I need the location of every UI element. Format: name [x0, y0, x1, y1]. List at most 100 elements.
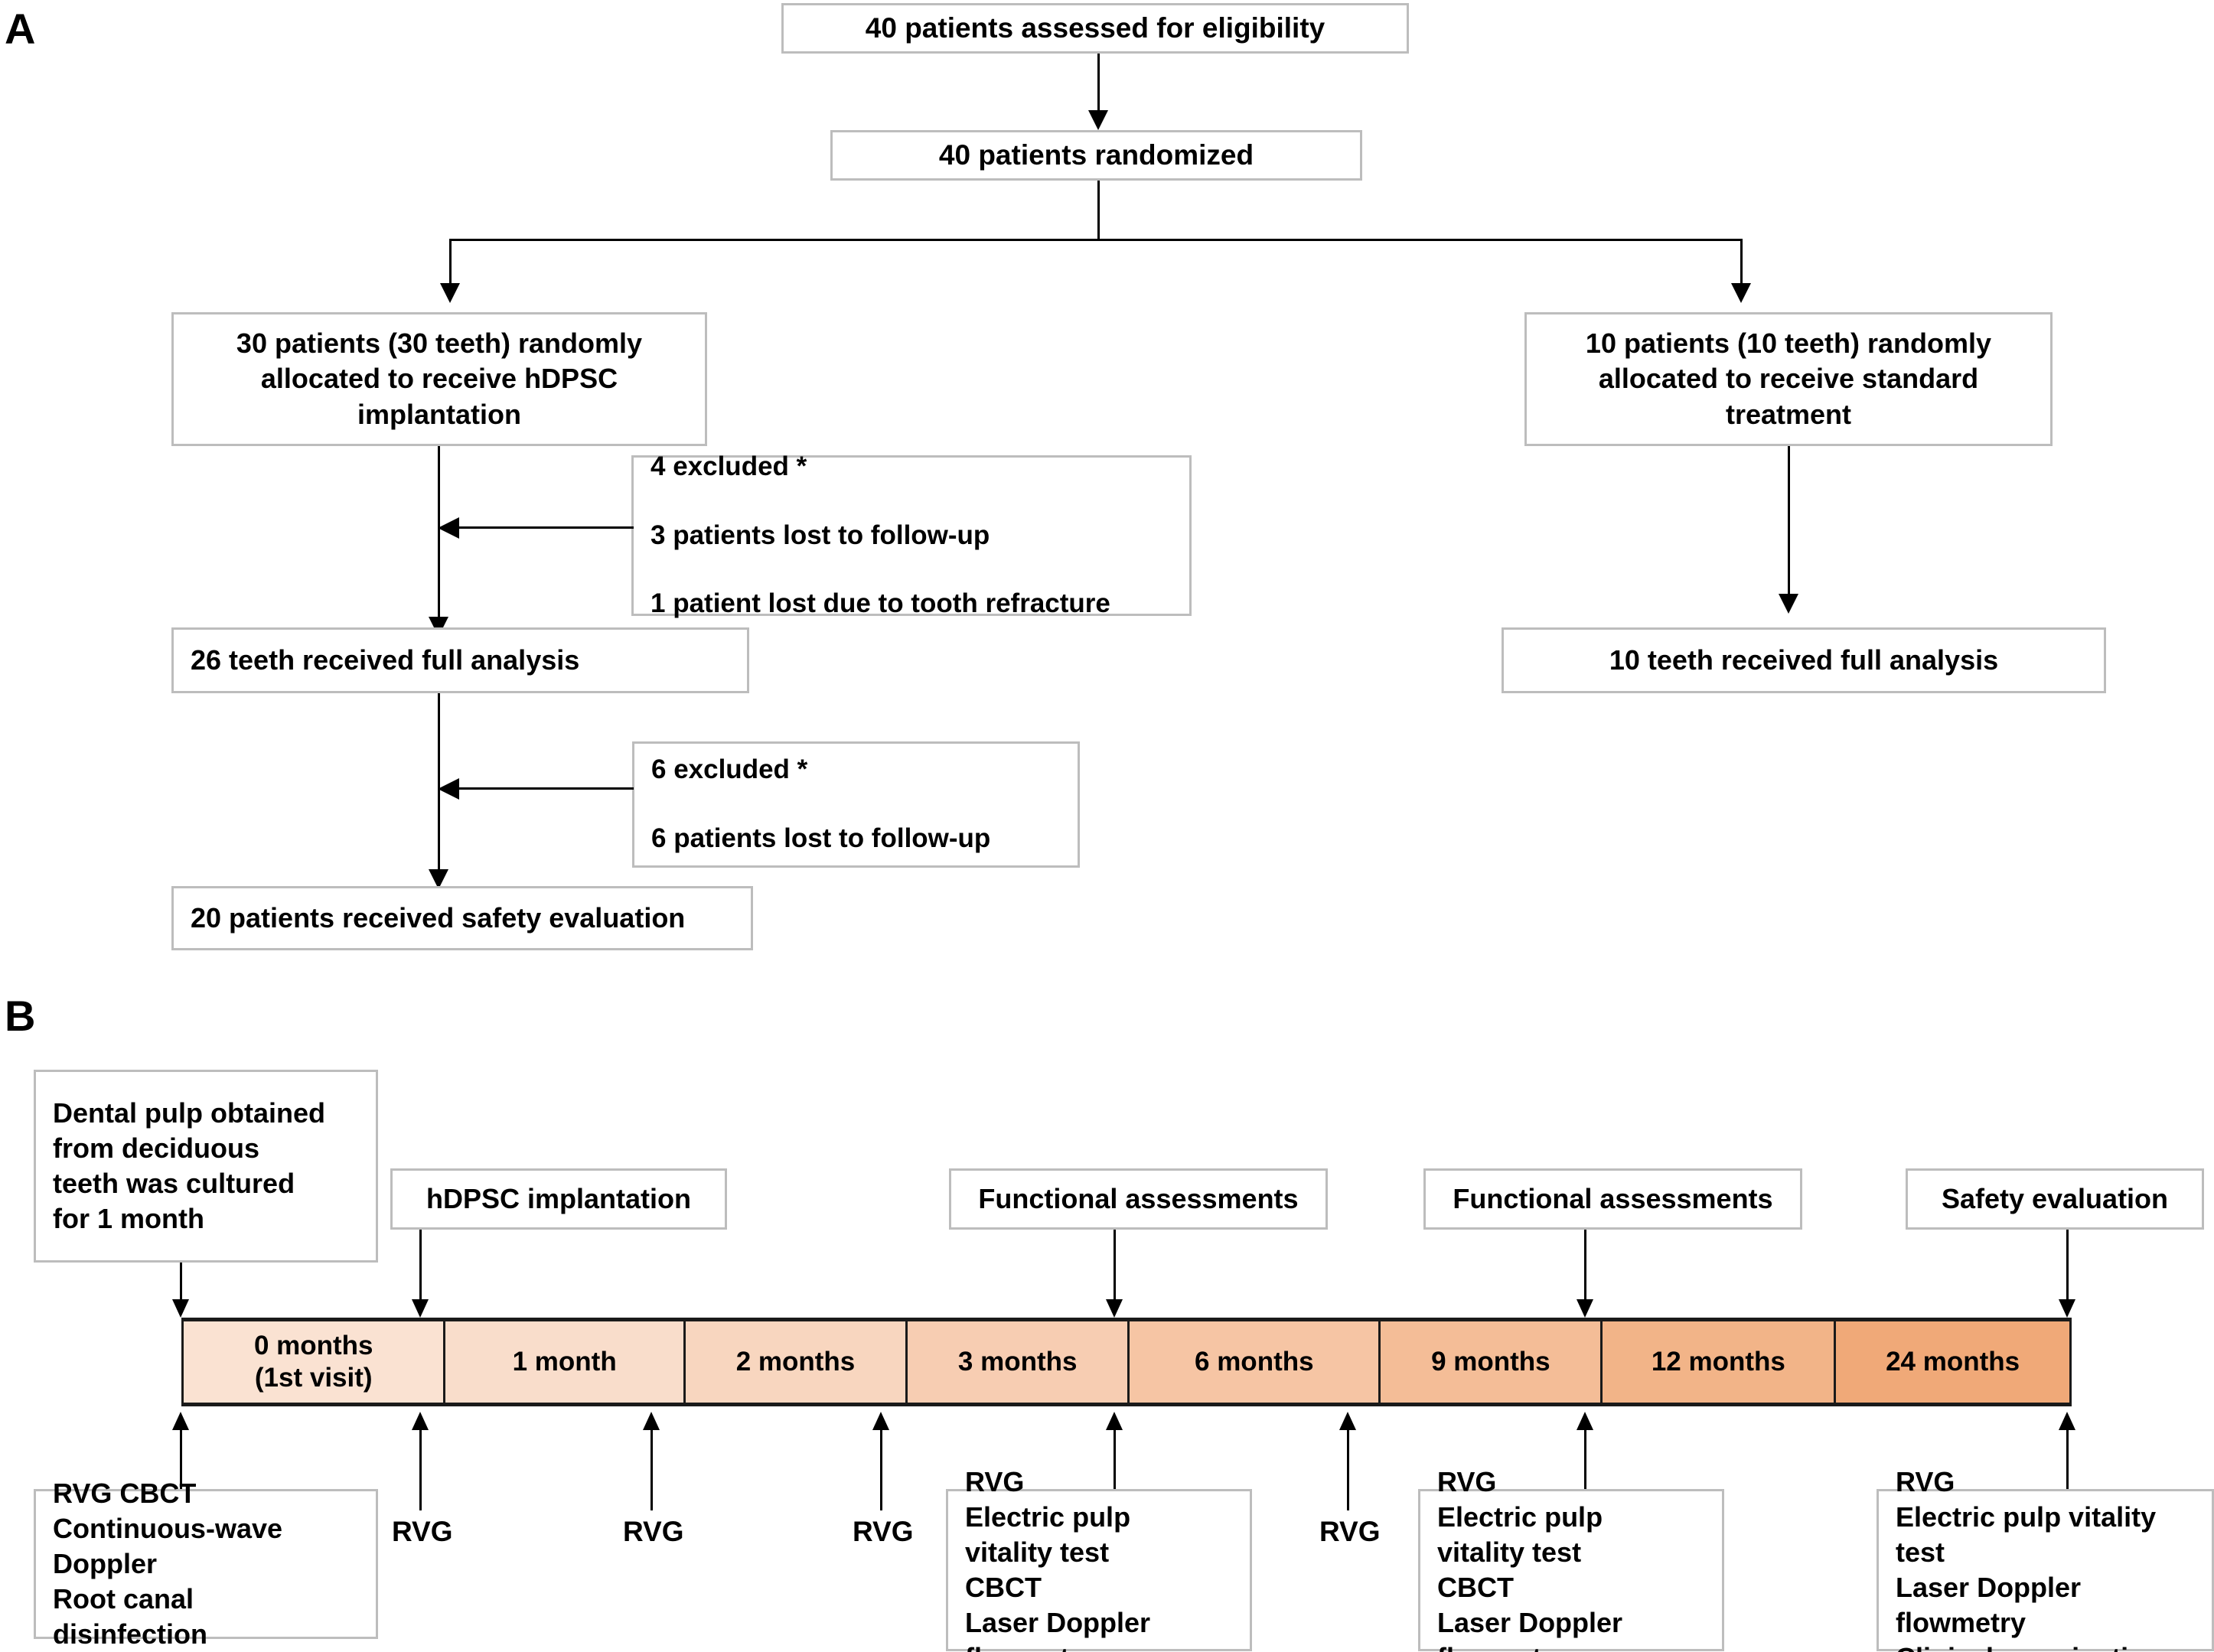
box-pulp-culture-label: Dental pulp obtained from deciduous teet…: [53, 1096, 325, 1235]
arrowhead-rvg-2-up: [643, 1412, 660, 1430]
rvg-label-2: RVG: [623, 1516, 684, 1547]
box-safety-20: 20 patients received safety evaluation: [171, 886, 753, 950]
box-functional-assessments-2: Functional assessments: [1423, 1168, 1802, 1230]
timeline-segment-1-label: 1 month: [512, 1347, 617, 1377]
box-functional-assessments-1-label: Functional assessments: [978, 1182, 1299, 1214]
connector-randomized-split: [1097, 181, 1100, 240]
connector-standard-analysis: [1788, 446, 1790, 599]
timeline-segment-2-label: 2 months: [735, 1347, 856, 1377]
connector-split-horizontal: [449, 239, 1743, 241]
connector-pulp-culture: [180, 1263, 182, 1305]
rvg-label-4: RVG: [1319, 1516, 1381, 1547]
arrowhead-pulp-culture: [172, 1299, 189, 1318]
box-safety-evaluation: Safety evaluation: [1906, 1168, 2204, 1230]
panel-b-letter: B: [5, 992, 36, 1040]
arrowhead-rvg-1-up: [412, 1412, 429, 1430]
box-visit-0-procedures-label: RVG CBCT Continuous-wave Doppler Root ca…: [53, 1477, 283, 1650]
box-visit-0-procedures: RVG CBCT Continuous-wave Doppler Root ca…: [34, 1478, 378, 1650]
box-excluded-1-line1: 4 excluded *: [651, 451, 807, 482]
connector-split-right: [1740, 239, 1743, 289]
connector-visit-0-up: [180, 1430, 182, 1490]
timeline-segment-5: 9 months: [1381, 1321, 1603, 1403]
arrowhead-rvg-3-up: [872, 1412, 889, 1430]
box-safety-20-label: 20 patients received safety evaluation: [191, 901, 686, 934]
connector-assessed-randomized: [1097, 54, 1100, 116]
timeline-segment-7: 24 months: [1836, 1321, 2069, 1403]
panel-a-letter: A: [5, 5, 36, 53]
connector-rvg-4-up: [1347, 1430, 1349, 1510]
timeline-segment-6-label: 12 months: [1651, 1347, 1785, 1377]
arrowhead-hdpsc-implantation: [412, 1299, 429, 1318]
timeline-segment-3: 3 months: [908, 1321, 1130, 1403]
box-month-9-procedures-label: RVG Electric pulp vitality test CBCT Las…: [1437, 1465, 1623, 1652]
box-month-3-procedures-label: RVG Electric pulp vitality test CBCT Las…: [965, 1465, 1151, 1652]
connector-rvg-1-up: [419, 1430, 422, 1510]
arrowhead-visit-0-up: [172, 1412, 189, 1430]
box-allocated-standard: 10 patients (10 teeth) randomly allocate…: [1524, 312, 2053, 446]
box-allocated-hdpsc-label: 30 patients (30 teeth) randomly allocate…: [236, 327, 643, 430]
box-excluded-1-line3: 1 patient lost due to tooth refracture: [651, 588, 1110, 619]
box-safety-evaluation-label: Safety evaluation: [1941, 1182, 2169, 1214]
connector-excluded-1: [459, 526, 634, 529]
connector-excluded-2: [459, 787, 634, 790]
box-excluded-1: 4 excluded * 3 patients lost to follow-u…: [631, 451, 1192, 618]
box-month-3-procedures: RVG Electric pulp vitality test CBCT Las…: [946, 1466, 1252, 1652]
arrowhead-safety-evaluation: [2059, 1299, 2075, 1318]
arrowhead-functional-1: [1106, 1299, 1123, 1318]
rvg-label-3: RVG: [853, 1516, 914, 1547]
box-assessed-eligibility: 40 patients assessed for eligibility: [781, 3, 1409, 54]
box-month-24-procedures-label: RVG Electric pulp vitality test Laser Do…: [1896, 1465, 2162, 1652]
box-month-24-procedures: RVG Electric pulp vitality test Laser Do…: [1877, 1466, 2214, 1652]
arrowhead-split-left: [440, 283, 460, 303]
box-excluded-1-body: 4 excluded * 3 patients lost to follow-u…: [634, 415, 1110, 656]
box-excluded-2-body: 6 excluded * 6 patients lost to follow-u…: [634, 719, 990, 891]
timeline-segment-5-label: 9 months: [1431, 1347, 1550, 1377]
box-allocated-standard-label: 10 patients (10 teeth) randomly allocate…: [1585, 327, 1992, 430]
arrowhead-month-3-up: [1106, 1412, 1123, 1430]
connector-month-9-up: [1584, 1430, 1586, 1490]
connector-hdpsc-implantation: [419, 1230, 422, 1305]
box-functional-assessments-1: Functional assessments: [949, 1168, 1328, 1230]
connector-functional-2: [1584, 1230, 1586, 1305]
arrowhead-assessed-randomized: [1088, 110, 1108, 130]
timeline-segment-7-label: 24 months: [1886, 1347, 2020, 1377]
box-pulp-culture: Dental pulp obtained from deciduous teet…: [34, 1070, 378, 1263]
timeline-segment-3-label: 3 months: [957, 1347, 1078, 1377]
timeline-segment-4: 6 months: [1130, 1321, 1381, 1403]
arrowhead-analysis-safety: [429, 869, 448, 889]
connector-month-3-up: [1114, 1430, 1116, 1490]
connector-functional-1: [1114, 1230, 1116, 1305]
box-analysis-10-label: 10 teeth received full analysis: [1609, 644, 1999, 676]
connector-month-24-up: [2066, 1430, 2069, 1490]
box-hdpsc-implantation-label: hDPSC implantation: [426, 1182, 691, 1214]
arrowhead-split-right: [1731, 283, 1751, 303]
box-analysis-26-label: 26 teeth received full analysis: [191, 644, 580, 676]
timeline-bar: 0 months (1st visit) 1 month 2 months 3 mon…: [181, 1318, 2072, 1406]
connector-rvg-3-up: [880, 1430, 882, 1510]
arrowhead-excluded-1: [438, 517, 459, 539]
box-month-9-procedures: RVG Electric pulp vitality test CBCT Las…: [1418, 1466, 1724, 1652]
box-assessed-eligibility-label: 40 patients assessed for eligibility: [865, 12, 1325, 44]
connector-safety-evaluation: [2066, 1230, 2069, 1305]
rvg-label-1: RVG: [392, 1516, 453, 1547]
box-excluded-1-line2: 3 patients lost to follow-up: [651, 520, 990, 550]
box-randomized: 40 patients randomized: [830, 130, 1362, 181]
arrowhead-standard-analysis: [1779, 594, 1798, 614]
box-allocated-hdpsc: 30 patients (30 teeth) randomly allocate…: [171, 312, 707, 446]
connector-split-left: [449, 239, 452, 289]
timeline-segment-0: 0 months (1st visit): [184, 1321, 446, 1403]
box-analysis-10: 10 teeth received full analysis: [1502, 627, 2106, 693]
arrowhead-rvg-4-up: [1339, 1412, 1356, 1430]
timeline-segment-4-label: 6 months: [1195, 1347, 1314, 1377]
timeline-segment-1: 1 month: [445, 1321, 686, 1403]
timeline-segment-2: 2 months: [685, 1321, 908, 1403]
timeline-segment-6: 12 months: [1603, 1321, 1837, 1403]
box-excluded-2-line2: 6 patients lost to follow-up: [651, 823, 991, 853]
arrowhead-month-9-up: [1577, 1412, 1593, 1430]
connector-rvg-2-up: [651, 1430, 653, 1510]
timeline-segment-0-label: 0 months (1st visit): [253, 1331, 373, 1393]
arrowhead-month-24-up: [2059, 1412, 2075, 1430]
box-functional-assessments-2-label: Functional assessments: [1453, 1182, 1773, 1214]
box-excluded-2: 6 excluded * 6 patients lost to follow-u…: [632, 741, 1080, 868]
